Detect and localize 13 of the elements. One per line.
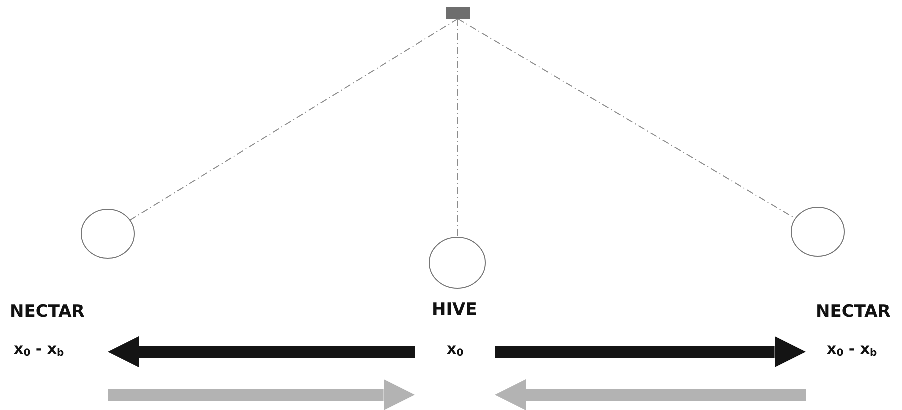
position-label: x$_{0}$ — [447, 342, 464, 359]
place-label: NECTAR — [10, 304, 85, 321]
arrow — [108, 379, 415, 410]
dashed-line — [457, 18, 458, 238]
place-label: NECTAR — [816, 304, 891, 321]
position-label: x$_{0}$ - x$_{b}$ — [14, 342, 64, 359]
place-label: HIVE — [432, 302, 478, 319]
dashed-line — [458, 18, 796, 220]
arrow — [495, 379, 806, 410]
arrow — [495, 336, 806, 368]
arrow — [108, 336, 415, 368]
dashed-line — [130, 18, 458, 221]
position-label: x$_{0}$ - x$_{b}$ — [827, 342, 878, 359]
